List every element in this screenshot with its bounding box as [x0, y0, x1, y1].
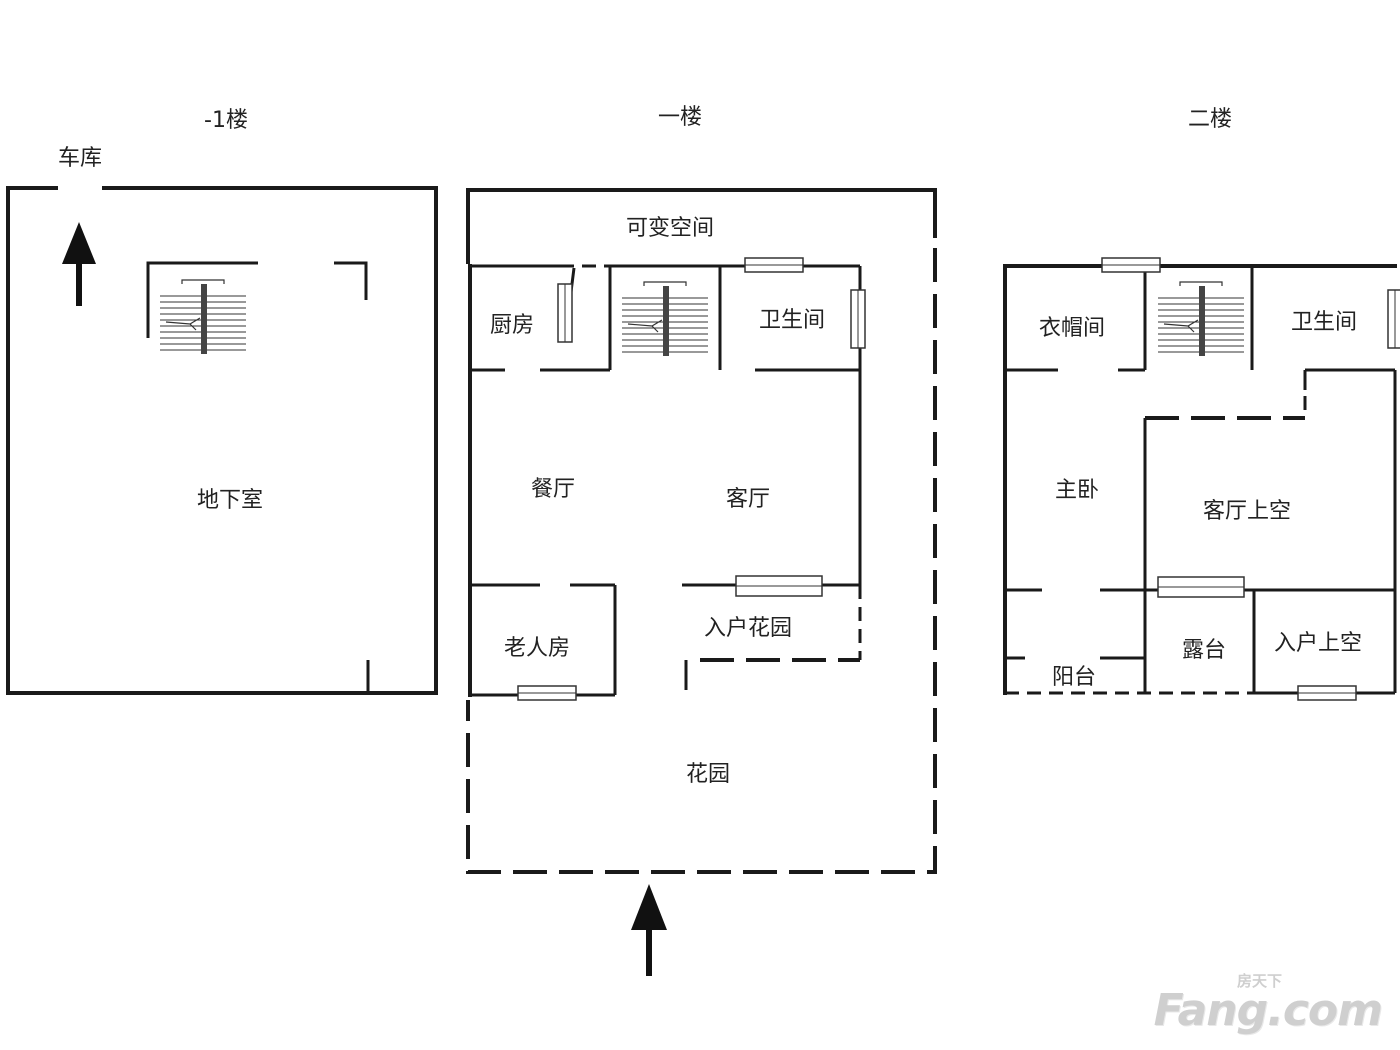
first-floor-plan	[466, 188, 937, 976]
label-living-void: 客厅上空	[1202, 499, 1292, 524]
label-garden: 花园	[685, 762, 731, 787]
label-elder-room: 老人房	[503, 636, 571, 661]
label-entry-garden: 入户花园	[703, 616, 793, 641]
label-master-bedroom: 主卧	[1054, 478, 1100, 503]
second-floor-plan	[1003, 257, 1400, 701]
label-terrace: 露台	[1181, 638, 1227, 663]
watermark: 房天下 Fang.com	[1153, 972, 1383, 1036]
basement-plan	[6, 186, 438, 695]
main-entry-arrow-icon	[631, 884, 667, 976]
label-living: 客厅	[725, 487, 771, 512]
label-bathroom-1f: 卫生间	[758, 308, 826, 333]
label-cloakroom: 衣帽间	[1038, 316, 1106, 341]
label-dining: 餐厅	[530, 477, 576, 502]
label-kitchen: 厨房	[489, 313, 535, 338]
label-bathroom-2f: 卫生间	[1290, 310, 1358, 335]
label-flex-space: 可变空间	[625, 216, 715, 241]
label-entry-void: 入户上空	[1273, 631, 1363, 656]
watermark-small-text: 房天下	[1236, 972, 1282, 990]
second-floor-title: 二楼	[1187, 107, 1233, 132]
label-balcony: 阳台	[1051, 665, 1097, 690]
first-floor-title: 一楼	[657, 105, 703, 130]
garage-entry-arrow-icon	[62, 222, 96, 306]
basement-title: -1楼	[204, 108, 248, 133]
watermark-logo: Fang.com	[1153, 985, 1383, 1036]
label-garage: 车库	[57, 146, 103, 171]
label-basement-room: 地下室	[196, 488, 264, 513]
